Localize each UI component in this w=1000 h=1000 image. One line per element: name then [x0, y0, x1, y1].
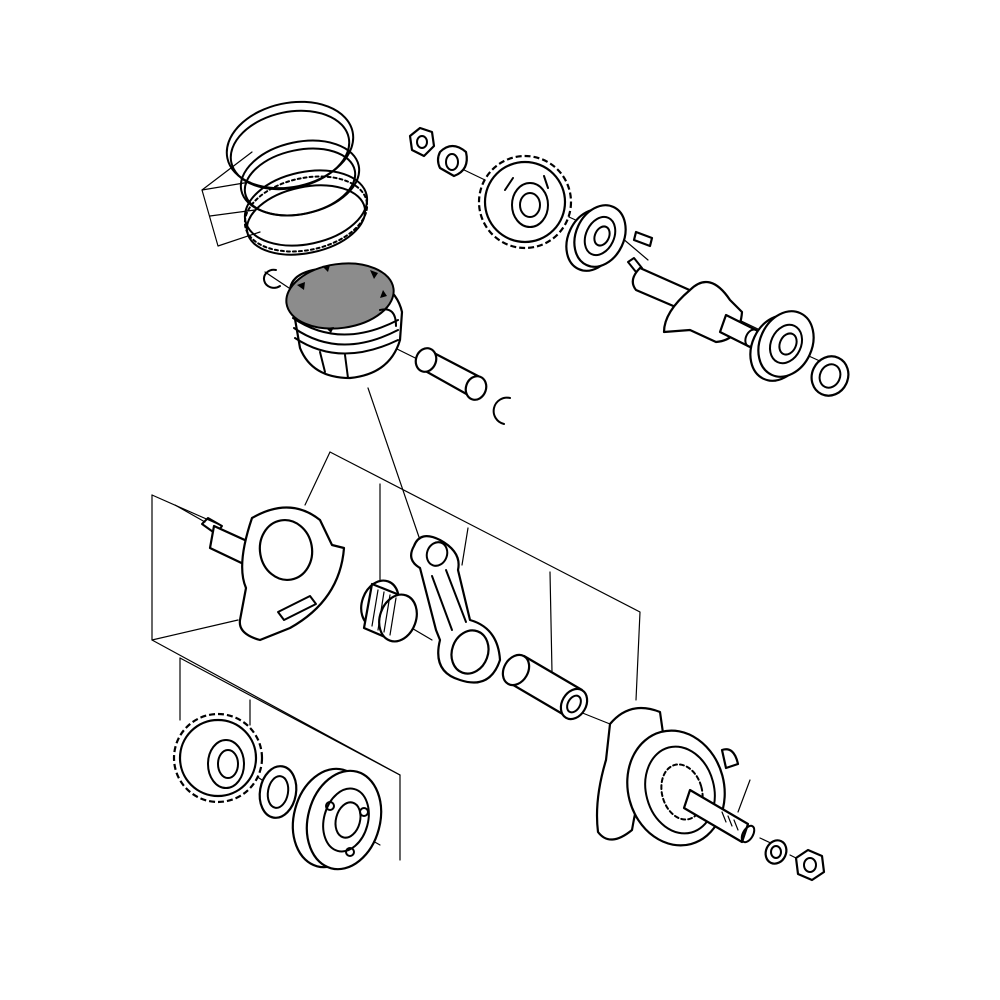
washer-icon: [436, 144, 468, 178]
crank-pin-icon: [501, 653, 589, 721]
woodruff-key-icon: [632, 230, 654, 248]
piston-pin-icon: [414, 347, 488, 401]
washer-icon: [764, 839, 788, 865]
connecting-rod-icon: [409, 535, 502, 684]
nut-icon: [794, 848, 826, 882]
crankshaft-gear-icon: [172, 712, 264, 804]
ball-bearing-icon: [565, 204, 627, 272]
crank-half-icon: [595, 706, 756, 847]
leader-lines: [151, 151, 823, 861]
circlip-icon: [262, 268, 281, 289]
ball-bearing-icon: [291, 767, 383, 871]
needle-bearing-icon: [360, 579, 418, 643]
woodruff-key-icon: [720, 748, 740, 770]
crank-half-icon: [201, 506, 346, 642]
piston-ring-set-icon: [225, 100, 369, 256]
washer-icon: [810, 355, 850, 397]
nut-icon: [408, 126, 436, 158]
piston-icon: [285, 262, 404, 380]
washer-icon: [258, 765, 298, 819]
crank-half-icon: [627, 257, 762, 350]
ball-bearing-icon: [749, 310, 815, 382]
circlip-icon: [492, 396, 511, 425]
crankshaft-gear-icon: [477, 154, 573, 250]
